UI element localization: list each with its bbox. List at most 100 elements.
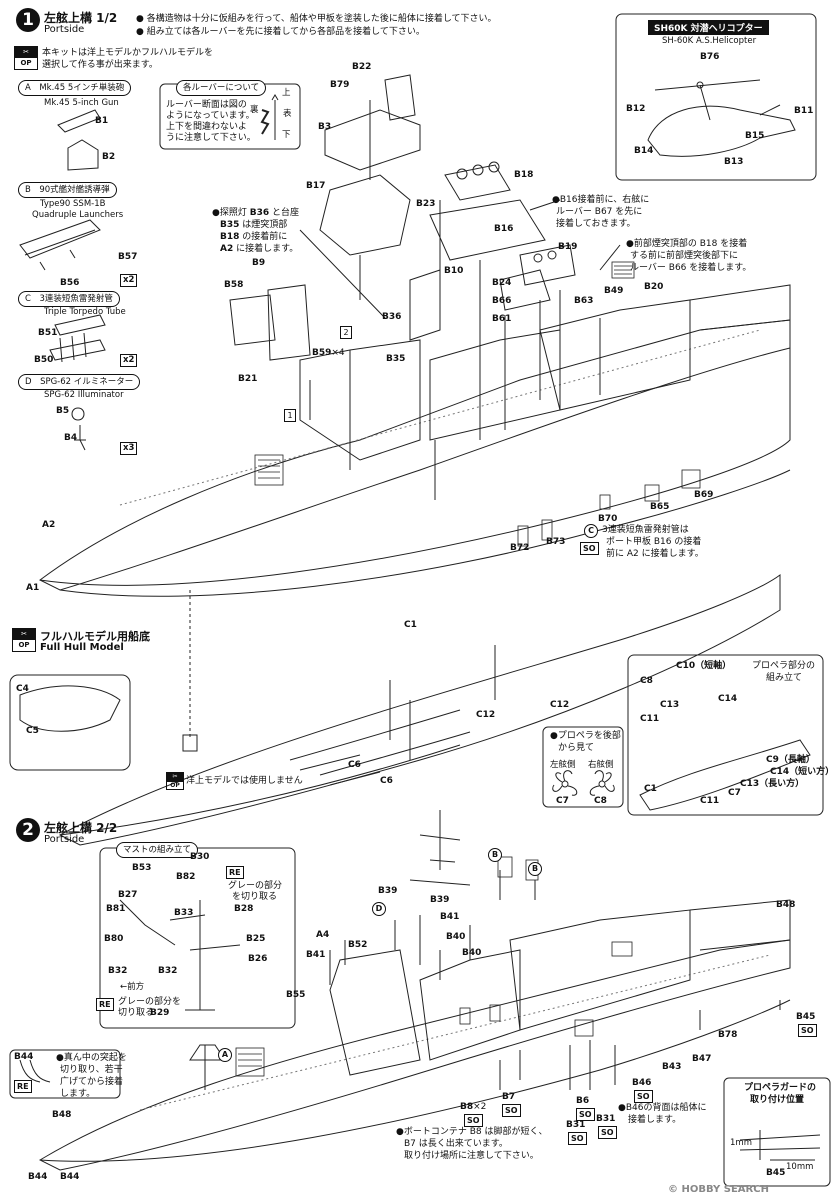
callout-b36-line1: ●探照灯 B36 と台座 <box>212 208 300 218</box>
part-b70: B70 <box>598 514 618 524</box>
panel-b16 <box>429 199 546 261</box>
marker-c-torpedo: C <box>584 524 598 538</box>
part-b21: B21 <box>238 374 258 384</box>
part-c14-short: C14（短い方） <box>770 767 835 777</box>
part-b45-guard: B45 <box>766 1168 786 1178</box>
deck-b17 <box>319 174 411 256</box>
prop-guard-dim-1mm: 1mm <box>730 1138 752 1148</box>
op-note-line-1: 本キットは洋上モデルかフルハルモデルを <box>42 48 214 58</box>
part-c12-b: C12 <box>550 700 570 710</box>
part-b48-b: B48 <box>52 1110 72 1120</box>
part-b27: B27 <box>118 890 138 900</box>
part-a4: A4 <box>316 930 330 940</box>
part-b31-b: B31 <box>596 1114 616 1124</box>
re-icon-b44: RE <box>14 1080 32 1093</box>
part-b44-box: B44 <box>14 1052 34 1062</box>
part-b33: B33 <box>174 908 194 918</box>
marker-b-step2-1: B <box>488 848 502 862</box>
part-c9: C9（長軸） <box>766 755 815 765</box>
part-c7-asm: C7 <box>728 788 741 798</box>
part-b73: B73 <box>546 537 566 547</box>
part-b56: B56 <box>60 278 80 288</box>
so-tag-b46: SO <box>634 1090 653 1103</box>
part-b51: B51 <box>38 328 58 338</box>
subassembly-a-en: Mk.45 5-inch Gun <box>44 98 119 108</box>
part-b46: B46 <box>632 1078 652 1088</box>
part-b79: B79 <box>330 80 350 90</box>
not-used-note: 洋上モデルでは使用しません <box>186 776 303 786</box>
part-b43: B43 <box>662 1062 682 1072</box>
part-b13: B13 <box>724 157 744 167</box>
prop-view-right: 右舷側 <box>588 760 614 770</box>
part-c1: C1 <box>404 620 417 630</box>
part-b29: B29 <box>150 1008 170 1018</box>
mast-front-arrow: ←前方 <box>120 982 145 992</box>
b8-note-2: B7 は長く出来ています。 <box>404 1139 508 1149</box>
flight-deck <box>689 284 791 331</box>
part-b47: B47 <box>692 1054 712 1064</box>
mast-top-b3 <box>324 109 421 171</box>
illuminator-b4-icon <box>74 425 86 451</box>
gun-mount-a <box>189 1044 226 1061</box>
part-b82: B82 <box>176 872 196 882</box>
part-b8: B8×2 <box>460 1102 487 1112</box>
propeller-right-icon <box>589 770 615 796</box>
part-b18: B18 <box>514 170 534 180</box>
step-1-note-1: ● 各構造物は十分に仮組みを行って、船体や甲板を塗装した後に船体に接着して下さい… <box>136 14 497 24</box>
part-c8-asm: C8 <box>640 676 653 686</box>
part-b30: B30 <box>190 852 210 862</box>
aft-superstructure <box>539 299 691 411</box>
part-c13-long: C13（長い方） <box>740 779 805 789</box>
count-c: x2 <box>120 354 138 367</box>
propeller-view-box <box>542 726 624 808</box>
louver-text-3: 上下を間違わないよ <box>166 122 247 132</box>
part-b39-a: B39 <box>378 886 398 896</box>
callout-b36-line4: A2 に接着します。 <box>220 244 299 254</box>
heli-title: SH60K 対潜ヘリコプター <box>648 20 769 35</box>
step-2-title: 左舷上構 2/2 <box>44 821 118 835</box>
part-c8-view: C8 <box>594 796 607 806</box>
part-a1: A1 <box>26 583 40 593</box>
count-b: x2 <box>120 274 138 287</box>
part-c6-b: C6 <box>380 776 393 786</box>
louver-back: 裏 <box>250 105 259 115</box>
part-c6-a: C6 <box>348 760 361 770</box>
louver-down: 下 <box>282 130 291 140</box>
funnel-b9 <box>267 284 311 361</box>
fullhull-title: フルハルモデル用船底 <box>40 630 150 643</box>
illuminator-b5-icon <box>71 407 85 421</box>
part-b12: B12 <box>626 104 646 114</box>
part-b40-b: B40 <box>462 948 482 958</box>
part-b14: B14 <box>634 146 654 156</box>
part-b35: B35 <box>386 354 406 364</box>
part-b57: B57 <box>118 252 138 262</box>
block-b58 <box>229 294 276 346</box>
mast-box-title: マストの組み立て <box>116 842 199 858</box>
part-b11: B11 <box>794 106 814 116</box>
prop-asm-title-1: プロペラ部分の <box>752 661 816 671</box>
step-2-number: 2 <box>16 818 40 842</box>
marker-1: 1 <box>284 409 296 422</box>
louver-up: 上 <box>282 88 291 98</box>
part-b23: B23 <box>416 199 436 209</box>
block-b10 <box>409 269 441 341</box>
part-c10: C10（短軸） <box>676 661 732 671</box>
prop-view-left: 左舷側 <box>550 760 576 770</box>
part-b3: B3 <box>318 122 332 132</box>
part-b32-b: B32 <box>158 966 178 976</box>
superstructure-step2-fwd <box>329 949 421 1076</box>
propeller-assembly-box <box>627 654 824 816</box>
callout-b18-1: ●前部煙突頂部の B18 を接着 <box>626 239 748 249</box>
subassembly-b-en2: Quadruple Launchers <box>32 210 124 220</box>
so-tag-b8: SO <box>464 1114 483 1127</box>
so-tag-b7: SO <box>502 1104 521 1117</box>
callout-torpedo-3: 前に A2 に接着します。 <box>606 549 704 559</box>
hull-lower-step1 <box>39 348 791 586</box>
main-mast-step2 <box>409 810 471 886</box>
prop-guard-dim-10mm: 10mm <box>786 1162 814 1172</box>
part-b40-a: B40 <box>446 932 466 942</box>
louver-text-1: ルーバー断面は図の <box>166 100 247 110</box>
part-b50: B50 <box>34 355 54 365</box>
louver-front: 表 <box>283 109 292 119</box>
part-b65: B65 <box>650 502 670 512</box>
